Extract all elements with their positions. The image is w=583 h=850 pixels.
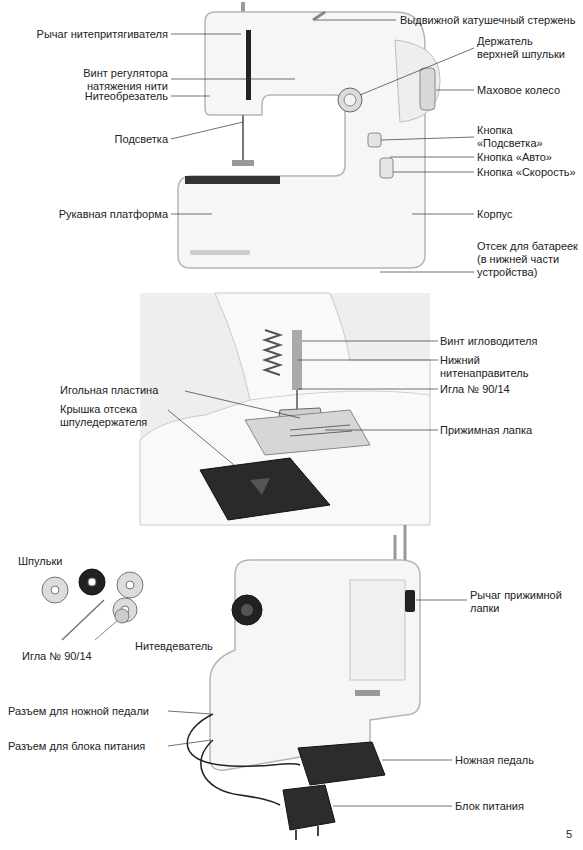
leader-lines bbox=[168, 600, 467, 806]
part-label: Винт игловодителя bbox=[440, 335, 578, 348]
part-label: Нитеобрезатель bbox=[40, 90, 168, 103]
part-label: Прижимная лапка bbox=[440, 424, 578, 437]
part-label: Маховое колесо bbox=[477, 84, 577, 97]
leader-lines bbox=[168, 341, 438, 470]
part-label: Шпульки bbox=[18, 555, 118, 568]
part-label: Игла № 90/14 bbox=[440, 383, 578, 396]
part-label: Игла № 90/14 bbox=[22, 650, 132, 663]
part-label: Кнопка «Подсветка» bbox=[477, 124, 579, 150]
part-label: Игольная пластина bbox=[60, 384, 182, 397]
machine-rear bbox=[187, 525, 420, 840]
part-label: Крышка отсека шпуледержателя bbox=[60, 403, 165, 429]
part-label: Кнопка «Авто» bbox=[477, 151, 579, 164]
accessories bbox=[42, 569, 143, 640]
machine-front bbox=[178, 2, 440, 268]
part-label: Подсветка bbox=[40, 133, 168, 146]
part-label: 5 bbox=[566, 828, 578, 841]
part-label: Нижний нитенаправитель bbox=[440, 354, 540, 380]
part-label: Разъем для блока питания bbox=[8, 740, 166, 753]
part-label: Рычаг нитепритягивателя bbox=[5, 28, 168, 41]
leader-lines bbox=[171, 20, 474, 272]
part-label: Винт регулятора натяжения нити bbox=[66, 67, 168, 93]
part-label: Нитевдеватель bbox=[135, 640, 255, 653]
part-label: Рукавная платформа bbox=[20, 208, 168, 221]
part-label: Выдвижной катушечный стержень bbox=[400, 14, 578, 27]
part-label: Разъем для ножной педали bbox=[8, 705, 166, 718]
part-label: Блок питания bbox=[455, 800, 575, 813]
part-label: Отсек для батареек (в нижней части устро… bbox=[477, 240, 579, 279]
needle-area-closeup bbox=[140, 293, 430, 525]
part-label: Кнопка «Скорость» bbox=[477, 166, 579, 179]
part-label: Держатель верхней шпульки bbox=[477, 35, 577, 61]
part-label: Ножная педаль bbox=[455, 754, 575, 767]
part-label: Рычаг прижимной лапки bbox=[470, 589, 578, 615]
part-label: Корпус bbox=[477, 208, 577, 221]
